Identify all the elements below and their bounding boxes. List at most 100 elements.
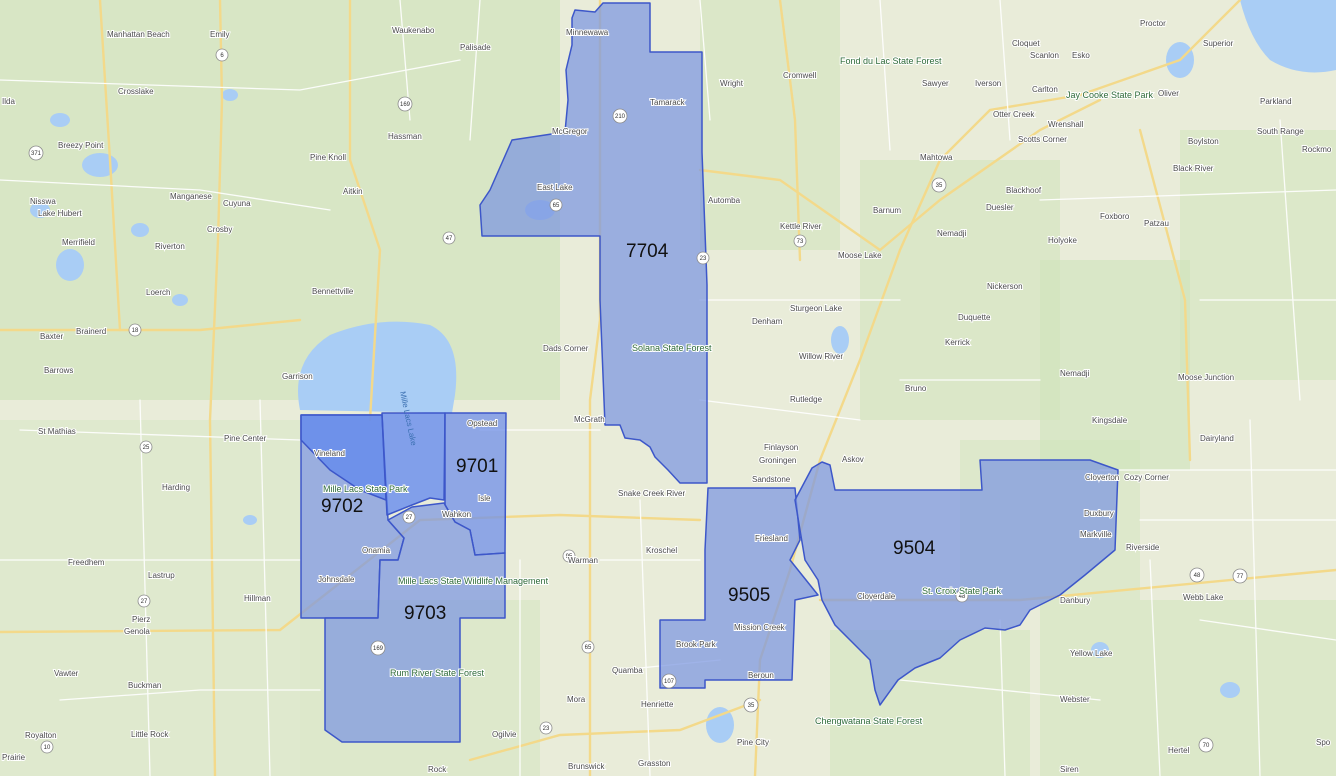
place-label: Wahkon [442,510,471,519]
shield-169b-icon: 169 [370,640,386,656]
place-label: Cromwell [783,71,817,80]
place-label: Brainerd [76,327,106,336]
place-label: Kettle River [780,222,822,231]
place-label: Isle [478,494,491,503]
place-label: Black River [1173,164,1214,173]
place-label: Patzau [1144,219,1169,228]
park-label: Solana State Forest [632,343,712,353]
place-label: Scanlon [1030,51,1059,60]
place-label: Moose Junction [1178,373,1234,382]
place-label: Riverton [155,242,185,251]
svg-text:70: 70 [1203,743,1210,749]
tract-9703-polygon[interactable] [324,502,506,743]
tract-9505-polygon[interactable] [659,487,819,689]
place-label: Friesland [755,534,788,543]
place-label: Pine Knoll [310,153,346,162]
place-label: Palisade [460,43,491,52]
tract-label-9505: 9505 [728,585,770,606]
place-label: Garrison [282,372,313,381]
place-label: Nisswa [30,197,56,206]
place-label: Cuyuna [223,199,251,208]
place-label: Dairyland [1200,434,1234,443]
svg-text:10: 10 [44,745,51,751]
shield-70-icon: 70 [1198,737,1214,753]
shield-23b-icon: 23 [539,721,553,735]
place-label: Pierz [132,615,150,624]
place-label: Foxboro [1100,212,1130,221]
shield-6-icon: 6 [215,48,229,62]
place-label: Nemadji [1060,369,1090,378]
place-label: Hertel [1168,746,1190,755]
place-label: Manganese [170,192,212,201]
place-label: Automba [708,196,741,205]
place-label: Siren [1060,765,1079,774]
place-label: Askov [842,455,864,464]
place-label: Manhattan Beach [107,30,170,39]
place-label: Brunswick [568,762,605,771]
place-label: Rutledge [790,395,823,404]
place-label: Oliver [1158,89,1179,98]
tract-9504-polygon[interactable] [794,459,1119,706]
place-label: McGrath [574,415,605,424]
svg-text:95: 95 [566,554,573,560]
place-label: Kerrick [945,338,971,347]
shield-107-icon: 107 [661,673,677,689]
place-label: Iverson [975,79,1001,88]
place-label: McGregor [552,127,588,136]
svg-text:65: 65 [585,645,592,651]
mille-lacs-lake [298,321,457,413]
svg-text:107: 107 [664,679,675,685]
place-label: Willow River [799,352,843,361]
park-label: Fond du Lac State Forest [840,56,942,66]
shield-73-icon: 73 [793,234,807,248]
place-label: Kingsdale [1092,416,1128,425]
place-label: Duesler [986,203,1014,212]
place-label: Beroun [748,671,774,680]
place-label: Loerch [146,288,170,297]
place-label: Otter Creek [993,110,1035,119]
place-label: Finlayson [764,443,798,452]
tract-7704-polygon[interactable] [479,2,708,484]
shield-18-icon: 18 [128,323,142,337]
shield-210-icon: 210 [612,108,628,124]
place-label: Henriette [641,700,674,709]
park-label: Rum River State Forest [390,668,485,678]
place-label: Mission Creek [734,623,786,632]
tract-label-9504: 9504 [893,538,936,559]
svg-text:77: 77 [1237,574,1244,580]
place-label: Sawyer [922,79,949,88]
place-label: Wrenshall [1048,120,1084,129]
shield-48-icon: 48 [955,589,969,603]
place-label: Vineland [314,449,345,458]
shield-169-icon: 169 [397,96,413,112]
place-label: Brook Park [676,640,717,649]
place-label: Waukenabo [392,26,435,35]
place-label: Grasston [638,759,670,768]
place-label: Tamarack [650,98,686,107]
place-label: Pine City [737,738,769,747]
place-label: Dads Corner [543,344,589,353]
place-label: Groningen [759,456,796,465]
place-label: Nickerson [987,282,1023,291]
place-label: Royalton [25,731,57,740]
svg-text:371: 371 [31,151,42,157]
park-label: Mille Lacs State Wildlife Management [398,576,549,586]
place-label: Johnsdale [318,575,355,584]
place-label: Aitkin [343,187,363,196]
place-label: Superior [1203,39,1234,48]
place-label: Barrows [44,366,73,375]
place-label: Merrifield [62,238,95,247]
lake-superior [1240,0,1336,73]
place-label: Mahtowa [920,153,953,162]
place-label: Moose Lake [838,251,882,260]
place-label: Minnewawa [566,28,609,37]
place-label: Esko [1072,51,1090,60]
tract-label-7704: 7704 [626,241,669,262]
place-label: Crosslake [118,87,154,96]
place-label: Baxter [40,332,63,341]
place-label: Harding [162,483,190,492]
place-label: Little Rock [131,730,169,739]
